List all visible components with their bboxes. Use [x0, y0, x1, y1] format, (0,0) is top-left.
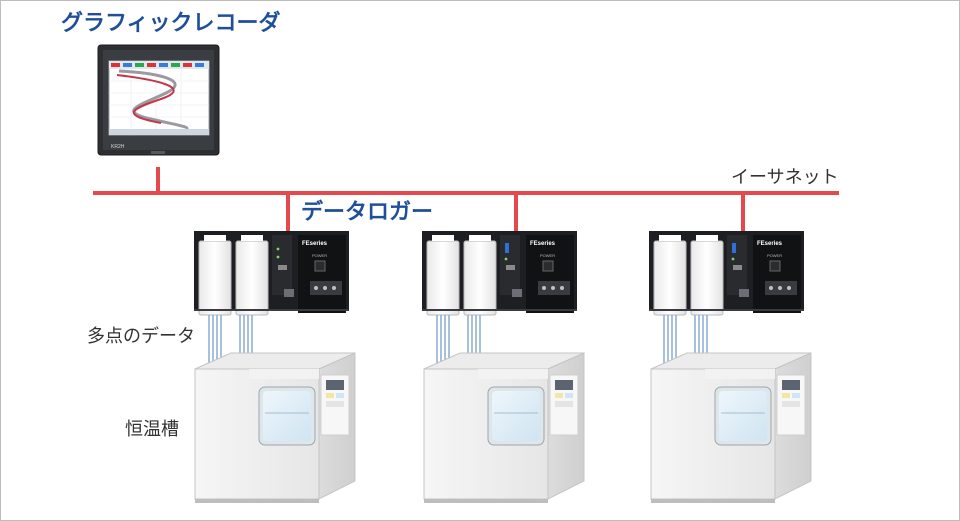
rotary-switch [506, 265, 515, 270]
io-module [198, 240, 232, 316]
data-logger-1: FEseries POWER [194, 231, 349, 316]
chamber-window [263, 391, 311, 441]
io-module [426, 240, 460, 316]
control-button [555, 393, 563, 398]
status-led [276, 255, 280, 259]
thermostatic-chamber-3 [650, 352, 812, 503]
module-label [659, 235, 681, 241]
io-module [235, 240, 269, 316]
fe-brand-text: FEseries [530, 241, 556, 247]
power-label: POWER [540, 253, 555, 258]
header-chip [135, 63, 144, 67]
header-chip [159, 63, 168, 67]
data-logger-3: FEseries POWER [649, 231, 804, 316]
graphic-recorder: KR2H [97, 44, 220, 156]
header-chip [123, 63, 132, 67]
recorder-slot [151, 151, 165, 154]
module-label [241, 235, 263, 241]
terminal-screw [560, 286, 564, 290]
header-chip [147, 63, 156, 67]
power-label: POWER [767, 253, 782, 258]
terminal-screw [551, 286, 555, 290]
io-module [653, 240, 687, 316]
header-chip [111, 63, 120, 67]
data-logger-label: データロガー [301, 200, 434, 225]
header-chip [195, 63, 204, 67]
lan-port [739, 289, 749, 297]
status-led [276, 247, 280, 251]
power-switch [769, 260, 781, 272]
thermostatic-chamber-2 [423, 352, 585, 503]
fe-brand-text: FEseries [757, 241, 783, 247]
lan-port [284, 289, 294, 297]
recorder-label: グラフィックレコーダ [61, 11, 281, 36]
control-button [555, 401, 573, 407]
module-label [696, 235, 718, 241]
control-button [326, 393, 334, 398]
ethernet-network [93, 167, 839, 233]
header-chip [183, 63, 192, 67]
status-led [731, 257, 735, 261]
multipoint-data-label: 多点のデータ [87, 326, 195, 347]
terminal-screw [769, 286, 773, 290]
chamber-door-trim [705, 369, 775, 379]
control-button [782, 393, 790, 398]
power-module [753, 235, 801, 313]
control-display [555, 380, 573, 390]
chamber-base [424, 499, 548, 503]
io-module [463, 240, 497, 316]
module-label [469, 235, 491, 241]
module-label [432, 235, 454, 241]
rotary-switch [733, 265, 742, 270]
module-label [204, 235, 226, 241]
control-button [792, 393, 800, 398]
power-switch [542, 260, 554, 272]
chamber-base [651, 499, 775, 503]
control-display [326, 380, 344, 390]
control-button [782, 401, 800, 407]
chamber-label: 恒温槽 [125, 419, 179, 440]
ethernet-label: イーサネット [731, 167, 839, 188]
terminal-screw [332, 286, 336, 290]
trend-curve-gray [118, 69, 189, 131]
power-label: POWER [312, 253, 327, 258]
header-chip [171, 63, 180, 67]
recorder-brand-text: KR2H [111, 144, 125, 150]
terminal-screw [323, 286, 327, 290]
terminal-screw [778, 286, 782, 290]
power-switch [314, 260, 326, 272]
rotary-switch [278, 265, 287, 270]
status-indicator [505, 243, 509, 253]
io-module [690, 240, 724, 316]
fe-brand-text: FEseries [302, 241, 328, 247]
din-rail [194, 309, 349, 311]
thermostatic-chamber-1 [194, 352, 356, 503]
data-logger-2: FEseries POWER [422, 231, 577, 316]
status-led [504, 257, 508, 261]
recorder-footer-bar [109, 129, 209, 135]
chamber-base [195, 499, 319, 503]
power-module [298, 235, 346, 313]
control-display [782, 380, 800, 390]
control-button [336, 393, 344, 398]
din-rail [422, 309, 577, 311]
control-button [326, 401, 344, 407]
din-rail [649, 309, 804, 311]
chamber-door-trim [249, 369, 319, 379]
trend-curve-red [116, 74, 175, 124]
terminal-screw [314, 286, 318, 290]
terminal-screw [542, 286, 546, 290]
terminal-screw [787, 286, 791, 290]
status-indicator [732, 243, 736, 253]
lan-port [512, 289, 522, 297]
chamber-window [492, 391, 540, 441]
power-module [526, 235, 574, 313]
control-button [565, 393, 573, 398]
chamber-window [719, 391, 767, 441]
chamber-door-trim [478, 369, 548, 379]
